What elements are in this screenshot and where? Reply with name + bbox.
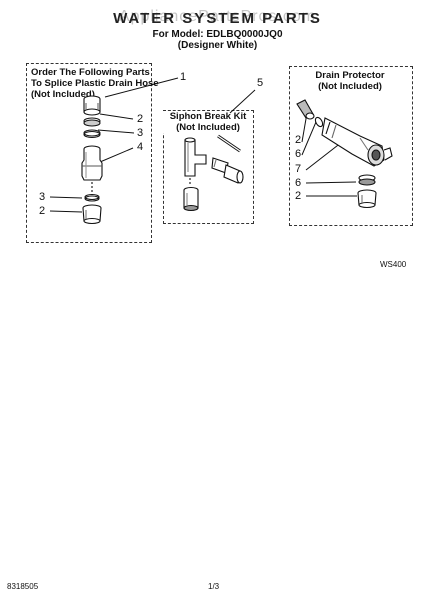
callout-d7: 7	[295, 163, 302, 175]
callout-2b: 2	[39, 205, 46, 217]
drain-label-line1: Drain Protector	[315, 70, 385, 81]
model-info: For Model: EDLBQ0000JQ0 (Designer White)	[0, 29, 435, 51]
leader-d6a	[301, 121, 317, 156]
leader-d6b	[305, 181, 357, 184]
callout-d2a: 2	[295, 134, 302, 146]
leader-2a	[99, 113, 134, 120]
leader-1	[104, 77, 179, 98]
callout-d6a: 6	[295, 148, 302, 160]
drain-group-label: Drain Protector (Not Included)	[300, 70, 400, 92]
siphon-parts	[183, 134, 244, 212]
leader-4	[99, 147, 134, 163]
siphon-label-line2: (Not Included)	[176, 122, 240, 133]
splice-group-label: Order The Following Parts To Splice Plas…	[31, 67, 159, 100]
watermark: AppliancePartsPros.com	[118, 8, 317, 25]
splice-label-line1: Order The Following Parts	[31, 67, 150, 78]
callout-2a: 2	[137, 113, 144, 125]
part-number: 8318505	[7, 582, 39, 591]
siphon-break-kit-box	[163, 110, 254, 224]
callout-d6b: 6	[295, 177, 302, 189]
page-number: 1/3	[208, 582, 220, 591]
leader-3b	[49, 196, 83, 199]
drain-label-line2: (Not Included)	[318, 81, 382, 92]
siphon-group-label: Siphon Break Kit (Not Included)	[163, 111, 253, 133]
siphon-label-line1: Siphon Break Kit	[169, 111, 247, 122]
page-title: WATER SYSTEM PARTS	[113, 10, 322, 27]
model-line: For Model: EDLBQ0000JQ0	[152, 29, 283, 40]
callout-1: 1	[180, 71, 187, 83]
leader-5	[229, 89, 256, 114]
callout-5: 5	[257, 77, 264, 89]
callout-3b: 3	[39, 191, 46, 203]
callout-d2b: 2	[295, 190, 302, 202]
callout-4: 4	[137, 141, 144, 153]
drain-protector-parts	[296, 99, 393, 209]
splice-label-line2: To Splice Plastic Drain Hose	[31, 78, 159, 89]
leader-d7	[305, 141, 343, 171]
splice-group-box	[26, 63, 152, 243]
drain-protector-box	[289, 66, 413, 226]
leader-3a	[97, 129, 135, 134]
splice-parts	[81, 95, 103, 225]
variant-line: (Designer White)	[177, 40, 258, 51]
figure-code: WS400	[380, 260, 407, 269]
splice-label-line3: (Not Included)	[31, 89, 95, 100]
callout-3a: 3	[137, 127, 144, 139]
leader-2b	[49, 210, 83, 213]
